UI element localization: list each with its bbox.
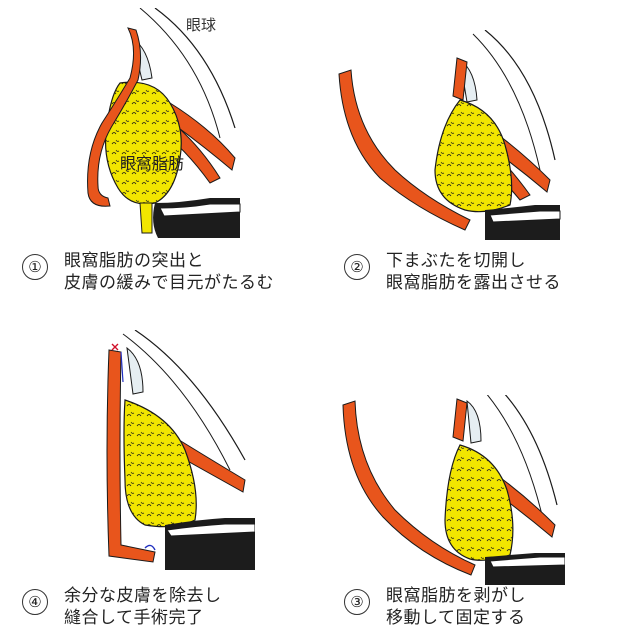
panel-step-4: [95, 330, 255, 570]
lower-eyelid-skin: [87, 27, 142, 207]
caption-line: 眼窩脂肪を露出させる: [386, 273, 561, 293]
panel-step-3: [335, 395, 565, 585]
caption-line: 余分な皮膚を除去し: [64, 586, 222, 606]
caption-line: 眼窩脂肪の突出と: [64, 251, 204, 271]
illustration-fat-protrusion: [87, 8, 241, 238]
skin-flap: [342, 400, 476, 576]
illustration-incision: [338, 30, 561, 240]
orbital-fat-label: 眼窩脂肪: [120, 154, 185, 173]
caption-line: 移動して固定する: [386, 608, 526, 628]
caption-step-4: ④ 余分な皮膚を除去し 縫合して手術完了: [22, 585, 222, 629]
illustration-suture: [106, 330, 255, 570]
released-orbital-fat: [444, 444, 514, 561]
eyeball-label: 眼球: [186, 16, 217, 34]
caption-step-3: ③ 眼窩脂肪を剥がし 移動して固定する: [344, 585, 526, 629]
panel-step-1: [60, 8, 250, 238]
panel-step-2: [335, 30, 565, 240]
caption-step-2: ② 下まぶたを切開し 眼窩脂肪を露出させる: [344, 250, 561, 294]
eyeball-outline: [154, 8, 236, 129]
caption-line: 下まぶたを切開し: [386, 251, 526, 271]
exposed-orbital-fat: [434, 99, 513, 213]
step-number-badge: ②: [344, 254, 370, 280]
reflected-skin-flap: [338, 69, 471, 231]
step-number-badge: ④: [22, 589, 48, 615]
step-number-badge: ①: [22, 254, 48, 280]
suture-mark-upper: [111, 343, 119, 351]
caption-line: 縫合して手術完了: [64, 608, 204, 628]
step-number-badge: ③: [344, 589, 370, 615]
illustration-fat-repositioning: [342, 395, 565, 585]
suture-mark-lower: [144, 544, 156, 551]
caption-line: 皮膚の緩みで目元がたるむ: [64, 273, 274, 293]
caption-line: 眼窩脂肪を剥がし: [386, 586, 526, 606]
repositioned-orbital-fat: [123, 399, 197, 528]
sutured-skin: [106, 349, 156, 563]
caption-step-1: ① 眼窩脂肪の突出と 皮膚の緩みで目元がたるむ: [22, 250, 274, 294]
